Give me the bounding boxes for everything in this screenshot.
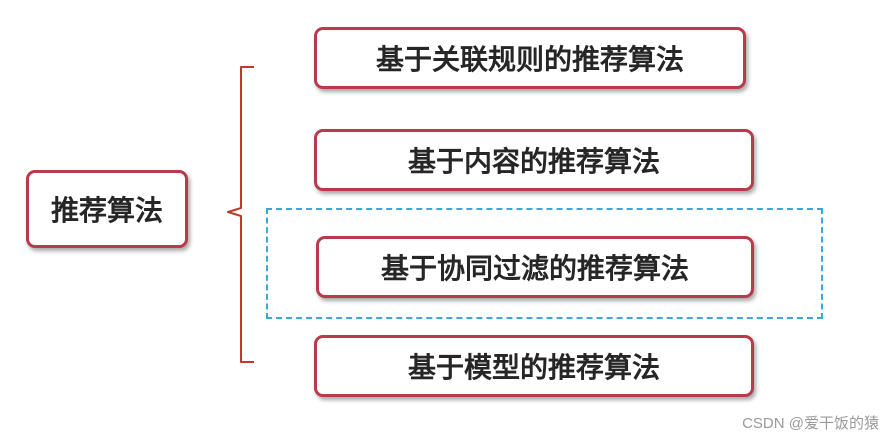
child-node-model-based: 基于模型的推荐算法 <box>314 335 754 397</box>
child-node-label: 基于协同过滤的推荐算法 <box>380 252 689 285</box>
watermark-text: CSDN @爱干饭的猿 <box>742 415 879 432</box>
child-node-content-based: 基于内容的推荐算法 <box>314 129 754 191</box>
root-node-label: 推荐算法 <box>50 194 163 227</box>
highlight-dashed-frame <box>266 208 823 319</box>
child-node-label: 基于关联规则的推荐算法 <box>375 43 684 76</box>
child-node-association-rules: 基于关联规则的推荐算法 <box>314 27 746 89</box>
child-node-label: 基于模型的推荐算法 <box>407 351 660 384</box>
child-node-label: 基于内容的推荐算法 <box>407 145 660 178</box>
root-node: 推荐算法 <box>26 170 188 248</box>
child-node-collaborative-filtering: 基于协同过滤的推荐算法 <box>316 236 754 298</box>
